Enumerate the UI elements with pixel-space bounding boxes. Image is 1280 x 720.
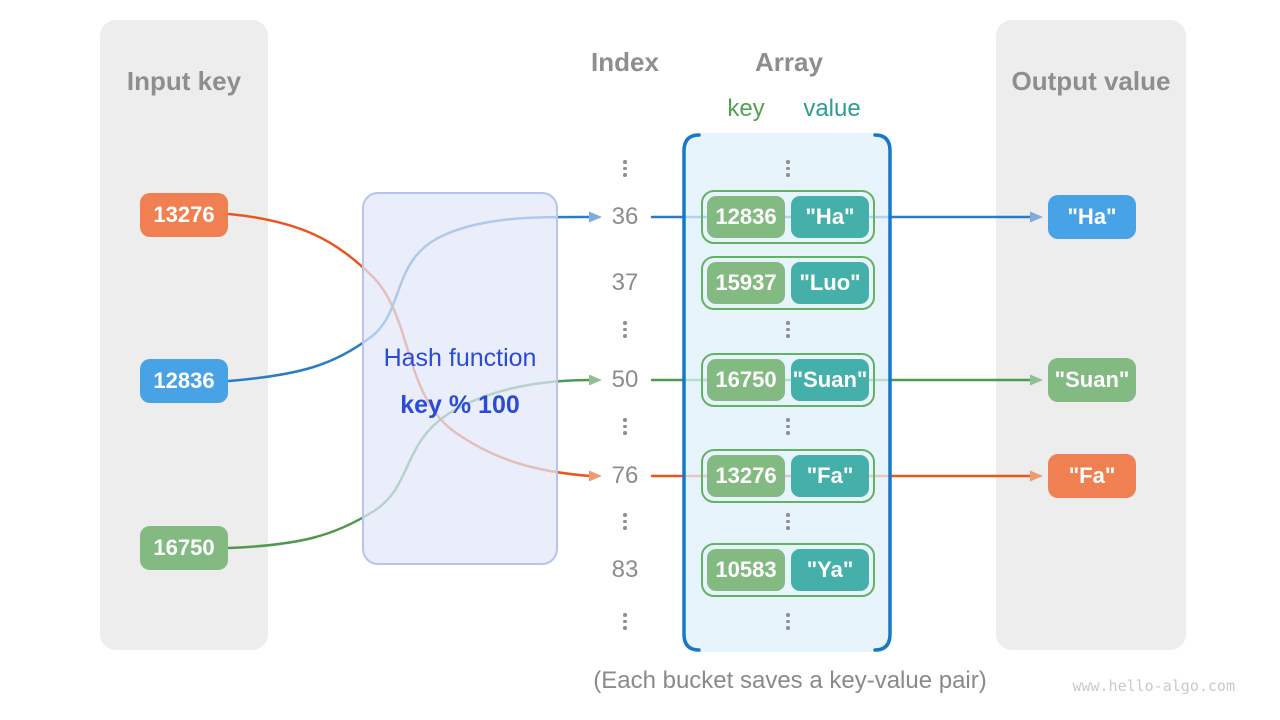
array-ellipsis-icon [784,418,792,435]
bucket-value: "Luo" [791,262,869,304]
output-value-suan: "Suan" [1048,358,1136,402]
index-label-76: 76 [611,462,639,489]
bucket-key: 10583 [707,549,785,591]
output-value-fa: "Fa" [1048,454,1136,498]
value-column-header: value [803,95,861,122]
array-ellipsis-icon [784,160,792,177]
hash-function-formula: key % 100 [400,391,520,419]
bucket-key: 16750 [707,359,785,401]
bucket-row-37: 15937 "Luo" [701,256,875,310]
input-key-12836: 12836 [140,359,228,403]
index-label-50: 50 [611,366,639,393]
watermark: www.hello-algo.com [1072,677,1235,695]
input-key-13276: 13276 [140,193,228,237]
output-value-ha: "Ha" [1048,195,1136,239]
array-heading: Array [755,47,823,77]
bucket-row-50: 16750 "Suan" [701,353,875,407]
bucket-key: 13276 [707,455,785,497]
input-panel-title: Input key [126,66,242,96]
figure-caption: (Each bucket saves a key-value pair) [593,667,987,694]
index-label-83: 83 [611,556,639,583]
bucket-value: "Fa" [791,455,869,497]
bucket-key: 12836 [707,196,785,238]
index-ellipsis-icon [621,321,629,338]
index-ellipsis-icon [621,513,629,530]
bucket-row-76: 13276 "Fa" [701,449,875,503]
bucket-value: "Suan" [791,359,869,401]
index-heading: Index [591,47,659,77]
bucket-row-83: 10583 "Ya" [701,543,875,597]
key-column-header: key [727,95,765,122]
index-label-36: 36 [611,203,639,230]
bucket-key: 15937 [707,262,785,304]
index-ellipsis-icon [621,418,629,435]
array-ellipsis-icon [784,513,792,530]
bucket-value: "Ha" [791,196,869,238]
array-ellipsis-icon [784,321,792,338]
hash-function-title: Hash function [383,344,537,372]
output-value-panel: Output value [996,20,1186,650]
hash-function-box [362,192,558,565]
index-label-37: 37 [611,269,639,296]
bucket-row-36: 12836 "Ha" [701,190,875,244]
output-panel-title: Output value [1011,66,1171,96]
bucket-value: "Ya" [791,549,869,591]
input-key-16750: 16750 [140,526,228,570]
array-ellipsis-icon [784,613,792,630]
index-ellipsis-icon [621,160,629,177]
index-ellipsis-icon [621,613,629,630]
